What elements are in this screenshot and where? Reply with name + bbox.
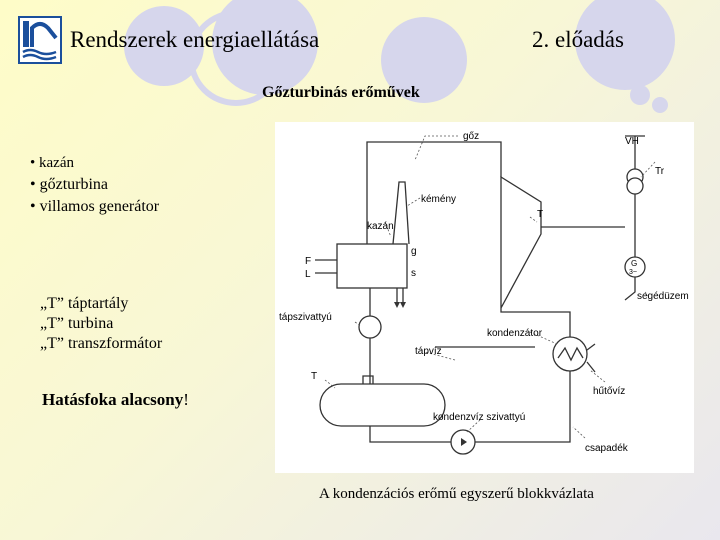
label-kazan: kazán — [367, 221, 394, 232]
label-tank-t: T — [311, 371, 317, 382]
efficiency-text: Hatásfoka alacsony — [42, 390, 184, 409]
condenser-shape — [552, 336, 588, 372]
label-csapadek: csapadék — [585, 443, 629, 454]
label-vh: VH — [625, 136, 639, 147]
page-title: Rendszerek energiaellátása — [70, 27, 320, 52]
bullet-item: • kazán — [30, 155, 74, 171]
label-l: L — [305, 269, 311, 280]
slide-subtitle: Gőzturbinás erőművek — [262, 84, 420, 101]
diagram-caption: A kondenzációs erőmű egyszerű blokkvázla… — [319, 486, 594, 502]
label-kemeny: kémény — [421, 194, 456, 205]
chimney-shape — [392, 181, 410, 245]
decor-circle — [188, 10, 284, 106]
label-generator-phase: 3~ — [629, 269, 637, 276]
bullet-item: • villamos generátor — [30, 198, 160, 215]
note-item: „T” transzformátor — [40, 335, 163, 352]
bullet-list: • kazán • gőzturbina • villamos generáto… — [30, 152, 159, 218]
label-f: F — [305, 256, 311, 267]
lecture-number: 2. előadás — [532, 27, 624, 52]
label-tapviz: tápvíz — [415, 346, 442, 357]
decor-circle — [124, 6, 204, 86]
label-tapszivattyu: tápszivattyú — [279, 312, 332, 323]
t-notes-list: „T” táptartály „T” turbina „T” transzfor… — [40, 294, 162, 354]
decor-circle — [575, 0, 675, 90]
university-logo-icon — [18, 16, 62, 64]
decor-circle — [212, 0, 318, 95]
label-tr: Tr — [655, 166, 665, 177]
label-g: g — [411, 246, 417, 257]
turbine-shape — [500, 175, 542, 309]
label-generator: G — [631, 259, 637, 268]
efficiency-suffix: ! — [183, 390, 189, 409]
decor-circle — [652, 97, 668, 113]
feedwater-tank-shape — [319, 383, 446, 427]
label-hutoviz: hűtővíz — [593, 386, 625, 397]
label-s: s — [411, 268, 416, 279]
label-goz: gőz — [463, 131, 479, 142]
diagram-svg: gőz VH Tr kémény kazán T F L g s G 3~ se… — [279, 131, 689, 455]
decor-circle — [381, 17, 467, 103]
label-segedüzem: segédüzem — [637, 291, 689, 302]
power-plant-diagram: gőz VH Tr kémény kazán T F L g s G 3~ se… — [275, 122, 694, 473]
note-item: „T” táptartály — [40, 295, 129, 312]
label-turbina-t: T — [537, 209, 543, 220]
label-kondenzator: kondenzátor — [487, 328, 543, 339]
bullet-item: • gőzturbina — [30, 176, 109, 193]
efficiency-note: Hatásfoka alacsony! — [42, 390, 189, 410]
boiler-shape — [336, 243, 408, 289]
decor-circle — [630, 85, 650, 105]
label-kondenzviz-szivattyu: kondenzvíz szivattyú — [433, 412, 525, 423]
feed-pump-shape — [358, 315, 382, 339]
note-item: „T” turbina — [40, 315, 114, 332]
